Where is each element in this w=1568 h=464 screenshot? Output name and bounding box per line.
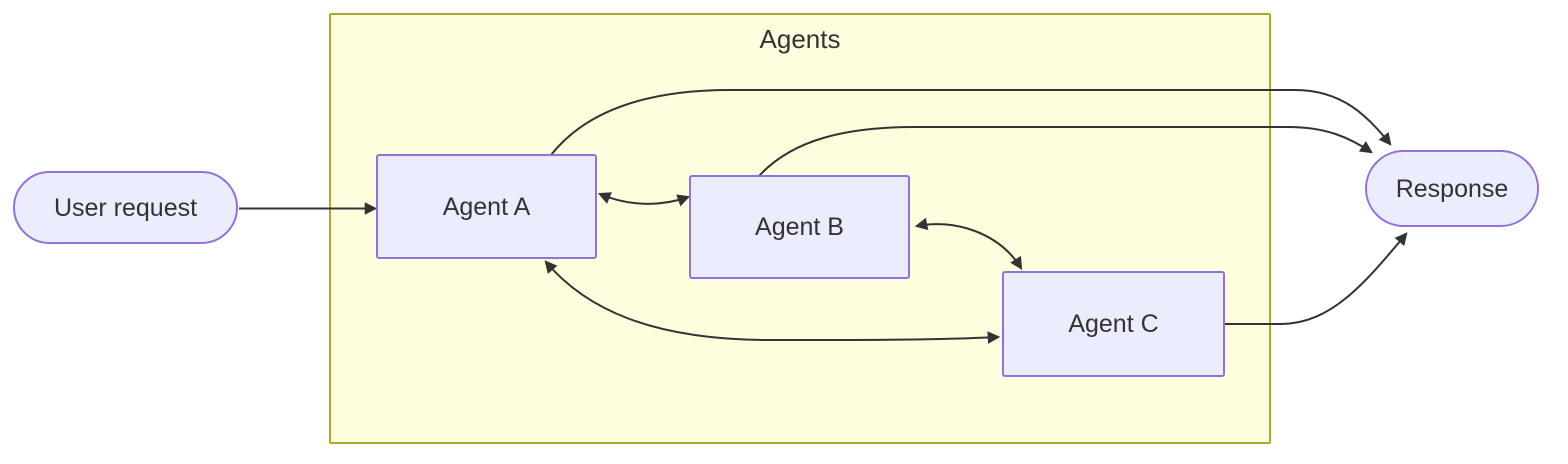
edge-agent-b-agent-c [917, 224, 1021, 268]
edge-agent-b-to-response [758, 126, 1371, 177]
node-agent-b-label: Agent B [755, 213, 844, 241]
edge-agent-a-to-response [550, 89, 1390, 156]
node-user-request-label: User request [54, 194, 197, 222]
node-user-request-shape [13, 171, 238, 244]
node-agent-b: Agent B [689, 175, 910, 279]
node-agent-c-shape [1002, 271, 1225, 377]
edge-agent-c-to-response [1224, 234, 1406, 325]
edge-agent-a-agent-c [546, 262, 998, 340]
node-user-request: User request [13, 171, 238, 244]
node-agent-a-label: Agent A [443, 193, 531, 221]
node-agent-a: Agent A [376, 154, 597, 259]
agents-cluster-label: Agents [760, 24, 841, 54]
node-response: Response [1365, 150, 1539, 227]
node-response-shape [1365, 150, 1539, 227]
node-agent-c-label: Agent C [1068, 310, 1158, 338]
node-agent-c: Agent C [1002, 271, 1225, 377]
node-agent-b-shape [689, 175, 910, 279]
node-response-label: Response [1396, 175, 1509, 203]
node-agent-a-shape [376, 154, 597, 259]
edge-agent-a-agent-b [600, 194, 688, 204]
